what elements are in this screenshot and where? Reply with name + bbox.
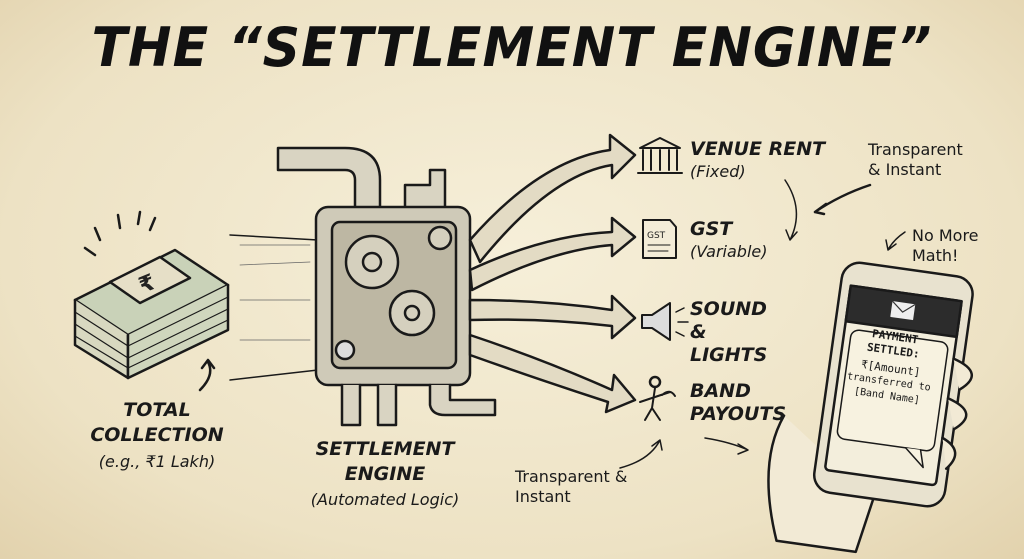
money-stack-icon: ₹ bbox=[73, 210, 230, 380]
output-label-gst: GST bbox=[690, 218, 733, 240]
output-sub-venue-rent: (Fixed) bbox=[690, 162, 746, 181]
guitarist-icon bbox=[639, 375, 676, 421]
document-icon: GST bbox=[642, 219, 677, 259]
svg-text:GST: GST bbox=[647, 231, 666, 241]
page-title: THE “SETTLEMENT ENGINE” bbox=[91, 16, 933, 80]
output-label-venue-rent: VENUE RENT bbox=[690, 138, 826, 160]
curved-arrow bbox=[198, 360, 212, 392]
bank-icon bbox=[637, 137, 683, 174]
engine-sub: (Automated Logic) bbox=[310, 490, 460, 509]
engine-label: SETTLEMENT ENGINE bbox=[315, 438, 455, 485]
output-label-band-payouts: BAND PAYOUTS bbox=[690, 380, 787, 425]
megaphone-icon bbox=[641, 302, 689, 341]
phone-icon bbox=[767, 261, 974, 554]
output-label-sound-lights: SOUND & LIGHTS bbox=[690, 298, 768, 366]
engine-icon bbox=[276, 146, 497, 427]
note-top-right: Transparent & Instant bbox=[868, 140, 963, 179]
source-sub: (e.g., ₹1 Lakh) bbox=[98, 452, 216, 471]
note-no-more-math: No More Math! bbox=[912, 226, 979, 265]
output-sub-gst: (Variable) bbox=[690, 242, 768, 261]
phone-notification: PAYMENT SETTLED: ₹[Amount] transferred t… bbox=[843, 324, 938, 409]
note-bottom: Transparent & Instant bbox=[515, 467, 628, 506]
source-label: TOTAL COLLECTION bbox=[90, 399, 224, 446]
flow-arrows bbox=[468, 133, 637, 414]
